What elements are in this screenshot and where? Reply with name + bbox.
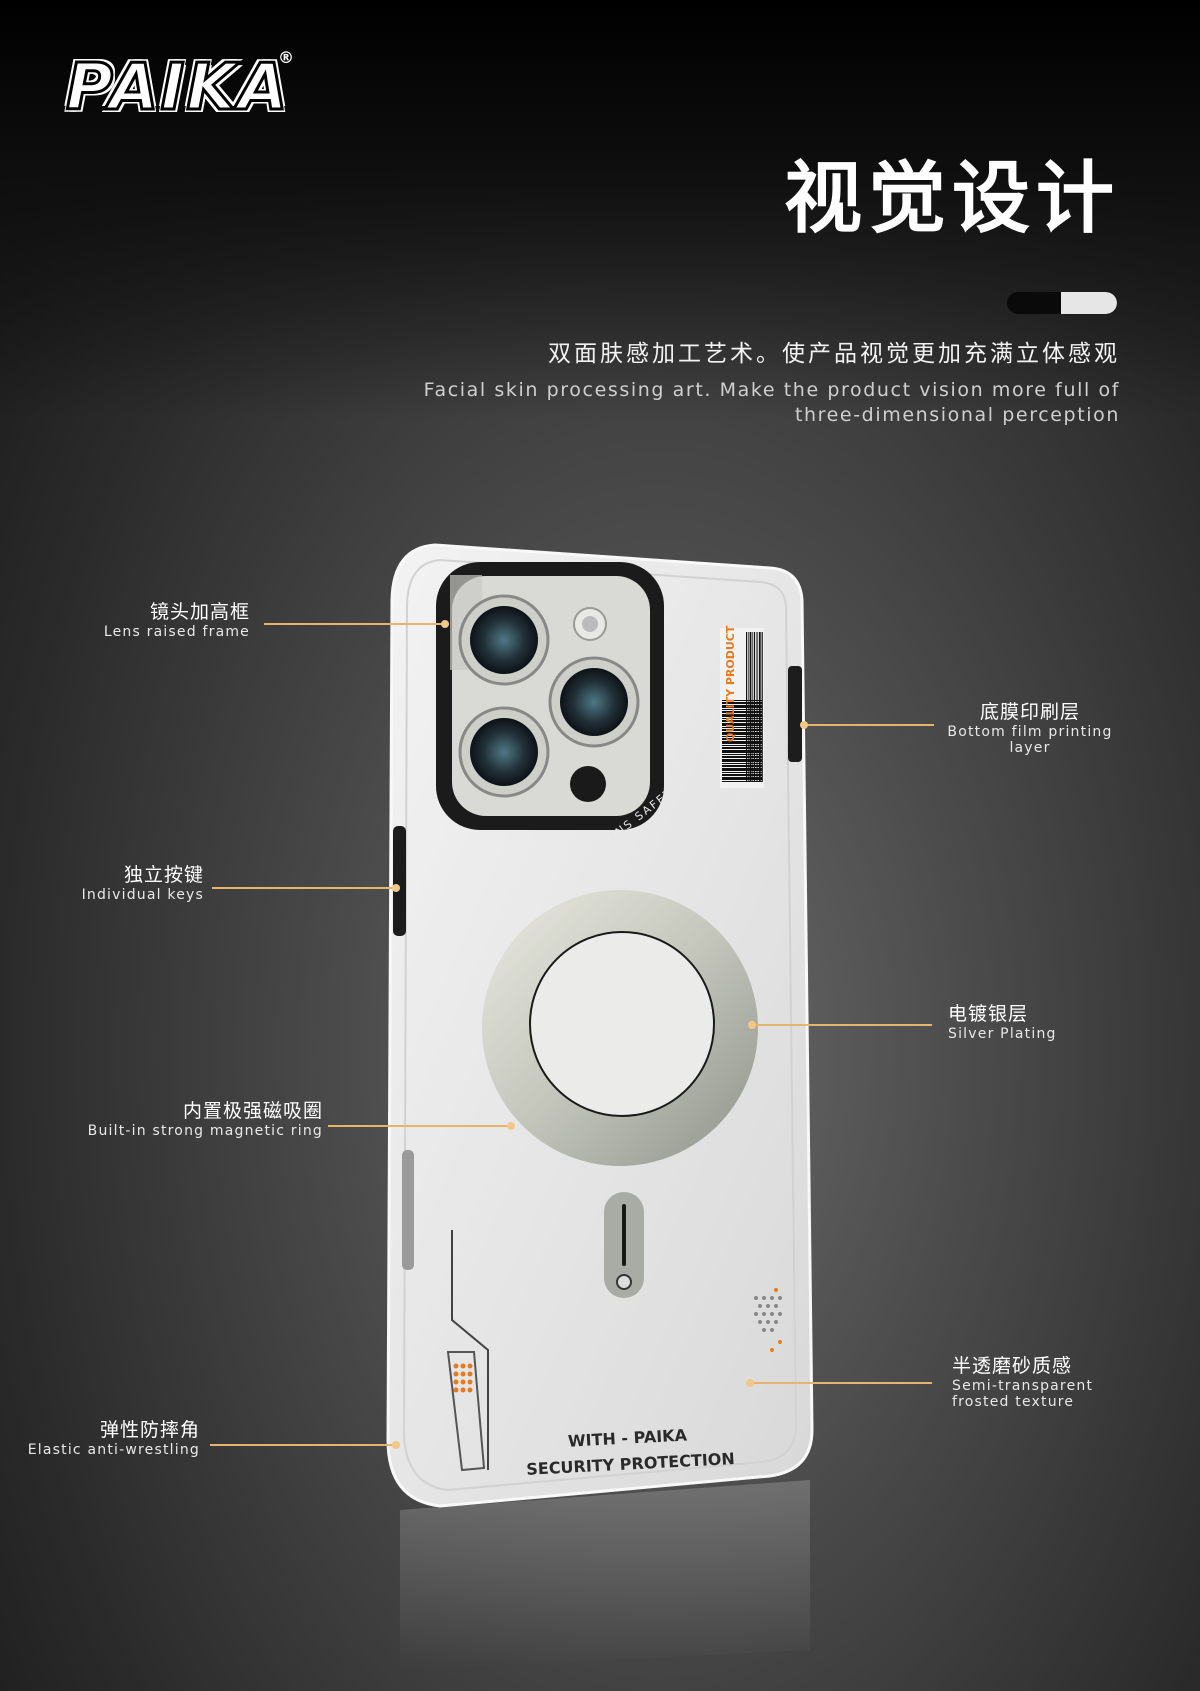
barcode-bar <box>722 774 762 776</box>
barcode-bar <box>722 763 762 764</box>
barcode-bar <box>722 772 762 773</box>
callout-magnetic-en: Built-in strong magnetic ring <box>87 1123 323 1139</box>
corner-dots <box>453 1363 473 1393</box>
callout-keys: 独立按键 Individual keys <box>82 863 204 903</box>
side-key-2 <box>402 1150 414 1270</box>
callout-print-cn: 底膜印刷层 <box>979 701 1080 723</box>
callout-keys-en: Individual keys <box>81 887 204 903</box>
quality-product-label: QUALITY PRODUCT <box>724 625 737 742</box>
barcode-bar <box>722 718 762 719</box>
leader-line-print <box>804 724 934 726</box>
leader-line-corner <box>210 1444 396 1446</box>
barcode-bar <box>722 732 762 735</box>
callout-frosted-en2: frosted texture <box>952 1394 1075 1410</box>
barcode-bar <box>722 702 762 704</box>
callout-print-en2: layer <box>1009 740 1051 756</box>
barcode-bar <box>722 765 762 767</box>
barcode-bar <box>722 705 762 708</box>
floor-reflection <box>400 1480 810 1670</box>
leader-line-plating <box>752 1024 932 1026</box>
callout-corner: 弹性防摔角 Elastic anti-wrestling <box>28 1418 200 1458</box>
barcode-bar <box>722 709 762 710</box>
leader-dot-plating <box>748 1021 756 1029</box>
callout-keys-cn: 独立按键 <box>123 864 204 886</box>
leader-dot-frosted <box>746 1379 754 1387</box>
barcode-bar <box>722 738 762 740</box>
callout-frosted: 半透磨砂质感 Semi-transparent frosted texture <box>952 1354 1093 1410</box>
callout-lens-frame-en: Lens raised frame <box>103 624 250 640</box>
decorative-pill <box>1007 292 1117 314</box>
subtitle-english: Facial skin processing art. Make the pro… <box>423 379 1120 426</box>
barcode-bar <box>722 768 762 771</box>
corner-graphic-line <box>451 1230 489 1470</box>
barcode-bar <box>722 781 762 782</box>
callout-corner-cn: 弹性防摔角 <box>99 1419 200 1441</box>
barcode-bar <box>722 759 762 762</box>
callout-print-en1: Bottom film printing <box>947 724 1113 740</box>
leader-dot-keys <box>392 884 400 892</box>
leader-line-frosted <box>750 1382 932 1384</box>
barcode-bar <box>722 747 762 749</box>
top-gradient <box>0 0 1200 420</box>
callout-magnetic: 内置极强磁吸圈 Built-in strong magnetic ring <box>88 1099 323 1139</box>
brand-logo: PAIKA <box>65 51 290 125</box>
texture-dots <box>754 1296 782 1332</box>
side-cutout <box>788 666 802 762</box>
barcode-bar <box>722 711 762 713</box>
subtitle-chinese: 双面肤感加工艺术。使产品视觉更加充满立体感观 <box>548 341 1120 367</box>
callout-plating-en: Silver Plating <box>948 1026 1057 1042</box>
page-title: 视觉设计 <box>783 154 1120 244</box>
barcode-bar <box>722 700 762 701</box>
leader-line-keys <box>212 887 396 889</box>
callout-frosted-cn: 半透磨砂质感 <box>952 1355 1073 1377</box>
barcode-bar <box>722 714 762 717</box>
callout-plating-cn: 电镀银层 <box>948 1003 1029 1025</box>
leader-dot-magnetic <box>507 1122 515 1130</box>
barcode-bar <box>722 754 762 755</box>
callout-magnetic-cn: 内置极强磁吸圈 <box>182 1100 323 1122</box>
side-key-1 <box>393 826 406 936</box>
barcode-bar <box>761 632 763 782</box>
callout-lens-frame-cn: 镜头加高框 <box>149 601 250 623</box>
barcode-bar <box>722 745 762 746</box>
barcode-bar <box>722 720 762 722</box>
barcode-bar <box>722 736 762 737</box>
barcode-bar <box>722 741 762 744</box>
barcode-bar <box>722 756 762 758</box>
callout-plating: 电镀银层 Silver Plating <box>948 1002 1057 1042</box>
registered-mark: ® <box>278 48 294 67</box>
callout-frosted-en1: Semi-transparent <box>952 1378 1094 1394</box>
barcode-bar <box>722 750 762 753</box>
leader-dot-lens <box>441 620 449 628</box>
callout-print: 底膜印刷层 Bottom film printing layer <box>940 700 1120 756</box>
quality-barcode <box>720 628 764 788</box>
leader-line-lens <box>264 623 444 625</box>
callout-corner-en: Elastic anti-wrestling <box>27 1442 200 1458</box>
barcode-bar <box>722 727 762 728</box>
barcode-bar <box>722 723 762 726</box>
leader-dot-corner <box>392 1441 400 1449</box>
callout-lens-frame: 镜头加高框 Lens raised frame <box>104 600 250 640</box>
leader-dot-print <box>800 721 808 729</box>
barcode-bar <box>722 729 762 731</box>
barcode-bar <box>722 777 762 780</box>
leader-line-magnetic <box>328 1125 510 1127</box>
camera-lenses <box>458 594 640 802</box>
case-inner-edge <box>402 558 798 1492</box>
magnetic-ring-inner <box>529 931 715 1117</box>
